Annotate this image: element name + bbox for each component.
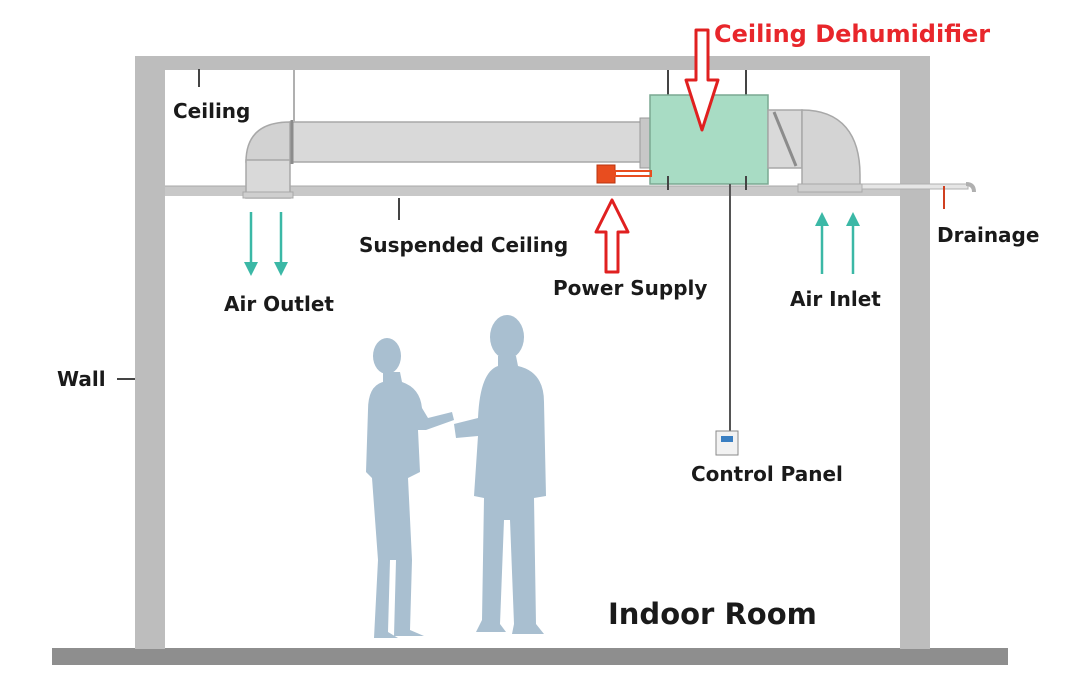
control-panel-device bbox=[715, 430, 739, 456]
air-inlet-arrows bbox=[815, 212, 860, 274]
control-panel-label: Control Panel bbox=[691, 462, 843, 486]
dehumidifier-pointer-arrow bbox=[684, 28, 720, 132]
wall-label: Wall bbox=[57, 367, 106, 391]
right-wall bbox=[900, 56, 930, 649]
power-supply-box bbox=[596, 164, 652, 184]
inlet-duct bbox=[767, 109, 863, 193]
diagram-title: Ceiling Dehumidifier bbox=[714, 20, 990, 48]
power-supply-pointer-arrow bbox=[594, 198, 630, 274]
left-wall bbox=[135, 56, 165, 649]
suspended-ceiling-panel bbox=[165, 186, 900, 196]
air-outlet-label: Air Outlet bbox=[224, 292, 334, 316]
ceiling-slab bbox=[135, 56, 930, 70]
power-supply-label: Power Supply bbox=[553, 276, 707, 300]
outlet-duct bbox=[242, 70, 651, 199]
floor bbox=[52, 648, 1008, 665]
drainage-pipe bbox=[861, 182, 976, 209]
air-outlet-arrows bbox=[244, 212, 288, 276]
people-silhouette bbox=[366, 315, 546, 638]
ceiling-label: Ceiling bbox=[173, 99, 250, 123]
suspended-ceiling-label: Suspended Ceiling bbox=[359, 233, 568, 257]
indoor-room-label: Indoor Room bbox=[608, 597, 817, 631]
drainage-label: Drainage bbox=[937, 223, 1039, 247]
air-inlet-label: Air Inlet bbox=[790, 287, 881, 311]
